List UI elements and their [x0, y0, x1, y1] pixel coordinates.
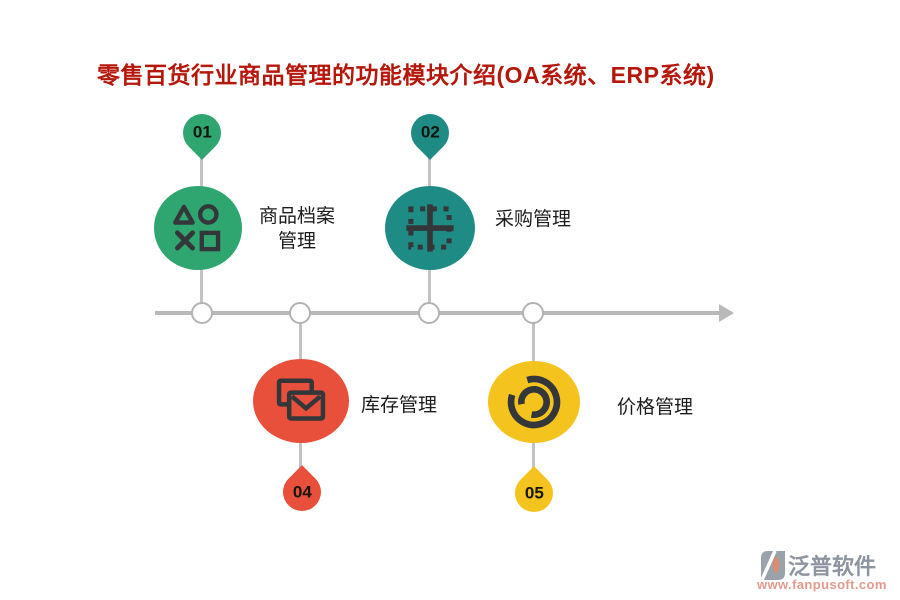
- pin-01: 01: [175, 106, 229, 160]
- module-label-05: 价格管理: [617, 397, 694, 418]
- pin-04-number: 04: [292, 481, 312, 501]
- timeline-node-dot-4: [522, 302, 544, 324]
- pin-05: 05: [507, 466, 561, 520]
- pin-02: 02: [403, 106, 457, 160]
- timeline-node-dot-3: [418, 302, 440, 324]
- timeline-arrowhead-icon: [719, 304, 734, 322]
- watermark-url: www.fanpusoft.com: [757, 577, 887, 592]
- grid-plus-icon: [406, 204, 454, 252]
- pin-01-number: 01: [192, 123, 212, 143]
- pin-04: 04: [275, 465, 329, 519]
- module-circle-01: [154, 186, 242, 270]
- game-shapes-icon: [173, 204, 221, 252]
- module-label-02: 采购管理: [495, 209, 572, 230]
- module-circle-04: [253, 359, 349, 443]
- pin-05-number: 05: [524, 482, 544, 502]
- mail-stack-icon: [276, 378, 326, 421]
- module-circle-05: [488, 361, 580, 443]
- pin-02-number: 02: [420, 123, 440, 143]
- fanpu-logo-icon: [760, 550, 785, 581]
- page-title: 零售百货行业商品管理的功能模块介绍(OA系统、ERP系统): [97, 62, 715, 88]
- timeline-node-dot-2: [289, 302, 311, 324]
- module-label-01: 商品档案管理: [258, 206, 335, 252]
- module-circle-02: [385, 186, 475, 270]
- module-label-04: 库存管理: [361, 395, 438, 416]
- watermark-brand: 泛普软件: [788, 554, 877, 579]
- swirl-icon: [507, 375, 561, 429]
- timeline-node-dot-1: [191, 302, 213, 324]
